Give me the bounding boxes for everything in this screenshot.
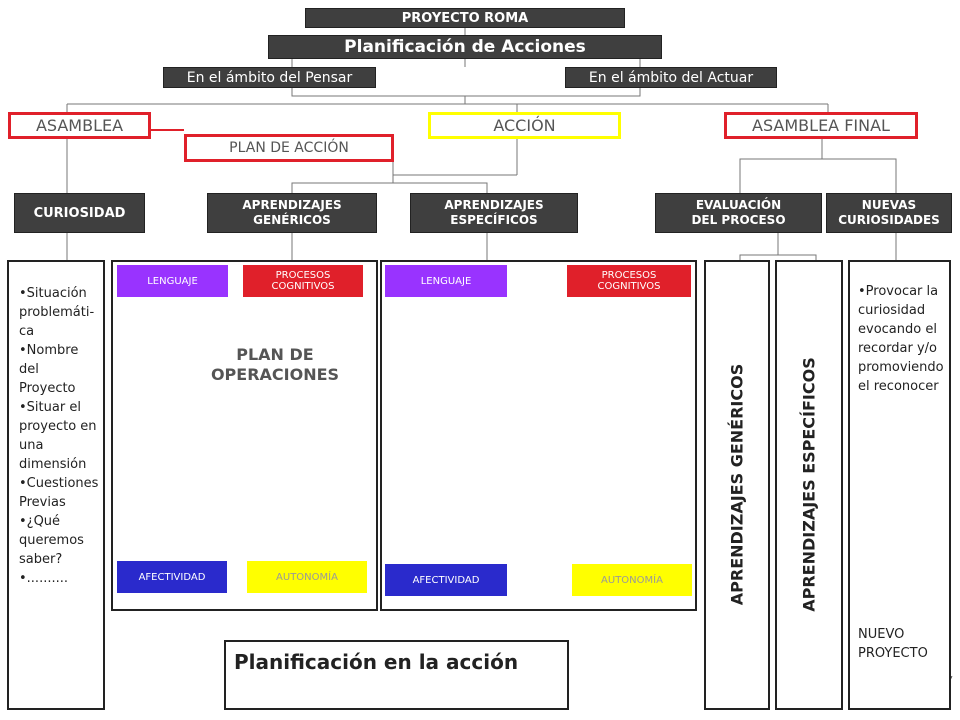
pill-afectividad: AFECTIVIDAD xyxy=(117,561,227,593)
list-item: •Situar el proyecto en una dimensión xyxy=(19,400,97,472)
list-item: •Cuestiones Previas xyxy=(19,476,99,510)
pill-lenguaje: LENGUAJE xyxy=(117,265,228,297)
phase-asamblea: ASAMBLEA xyxy=(8,112,151,139)
eval-column-genericos xyxy=(704,260,770,710)
pill-autonomia: AUTONOMÍA xyxy=(572,564,692,596)
subhead-line: GENÉRICOS xyxy=(253,213,331,227)
plan-operaciones: PLAN DE OPERACIONES xyxy=(205,345,345,385)
pill-afectividad: AFECTIVIDAD xyxy=(385,564,507,596)
subhead-aprendizajes-especificos: APRENDIZAJES ESPECÍFICOS xyxy=(410,193,578,233)
panel-aprendizajes-genericos xyxy=(111,260,378,611)
list-item: •Nombre del Proyecto xyxy=(19,343,79,396)
pill-autonomia: AUTONOMÍA xyxy=(247,561,367,593)
plan-line: PLAN DE xyxy=(236,345,314,364)
eval-column-especificos xyxy=(775,260,843,710)
list-item: •¿Qué queremos saber? xyxy=(19,514,84,567)
subhead-line: ESPECÍFICOS xyxy=(450,213,538,227)
phase-asamblea-final: ASAMBLEA FINAL xyxy=(724,112,918,139)
panel-aprendizajes-especificos xyxy=(380,260,697,611)
pill-line: COGNITIVOS xyxy=(271,281,335,292)
eval-genericos-label: APRENDIZAJES GENÉRICOS xyxy=(727,363,747,606)
scope-acting: En el ámbito del Actuar xyxy=(565,67,777,88)
phase-plan-accion: PLAN DE ACCIÓN xyxy=(184,134,394,162)
curiosidad-list: •Situación problemáti-ca •Nombre del Pro… xyxy=(19,284,99,588)
nuevo-line: NUEVO xyxy=(858,627,905,642)
scope-thinking: En el ámbito del Pensar xyxy=(163,67,376,88)
subhead-line: EVALUACIÓN xyxy=(695,198,782,212)
subhead-aprendizajes-genericos: APRENDIZAJES GENÉRICOS xyxy=(207,193,377,233)
pill-procesos-cognitivos: PROCESOS COGNITIVOS xyxy=(567,265,691,297)
footer-title: Planificación en la acción xyxy=(224,640,569,710)
pill-line: PROCESOS xyxy=(275,270,331,281)
curiosidad-column: •Situación problemáti-ca •Nombre del Pro… xyxy=(7,260,105,710)
project-title: PROYECTO ROMA xyxy=(305,8,625,28)
subhead-line: CURIOSIDADES xyxy=(838,213,940,227)
planning-title: Planificación de Acciones xyxy=(268,35,662,59)
subhead-line: DEL PROCESO xyxy=(691,213,786,227)
pill-line: PROCESOS xyxy=(601,270,657,281)
subhead-nuevas-curiosidades: NUEVAS CURIOSIDADES xyxy=(826,193,952,233)
list-item: •.......... xyxy=(19,571,68,586)
plan-line: OPERACIONES xyxy=(210,365,340,384)
list-item: •Situación problemáti-ca xyxy=(19,286,95,339)
pill-procesos-cognitivos: PROCESOS COGNITIVOS xyxy=(243,265,363,297)
subhead-line: APRENDIZAJES xyxy=(242,198,342,212)
subhead-line: NUEVAS xyxy=(861,198,917,212)
pill-line: COGNITIVOS xyxy=(597,281,661,292)
phase-accion: ACCIÓN xyxy=(428,112,621,139)
subhead-curiosidad: CURIOSIDAD xyxy=(14,193,145,233)
pill-lenguaje: LENGUAJE xyxy=(385,265,507,297)
subhead-evaluacion: EVALUACIÓN DEL PROCESO xyxy=(655,193,822,233)
nuevo-line: PROYECTO xyxy=(858,646,928,661)
eval-especificos-label: APRENDIZAJES ESPECÍFICOS xyxy=(799,357,819,612)
nuevo-proyecto: NUEVO PROYECTO xyxy=(858,625,948,663)
nuevas-text: •Provocar la curiosidad evocando el reco… xyxy=(858,284,944,394)
subhead-line: APRENDIZAJES xyxy=(444,198,544,212)
nuevas-column: •Provocar la curiosidad evocando el reco… xyxy=(848,260,951,710)
